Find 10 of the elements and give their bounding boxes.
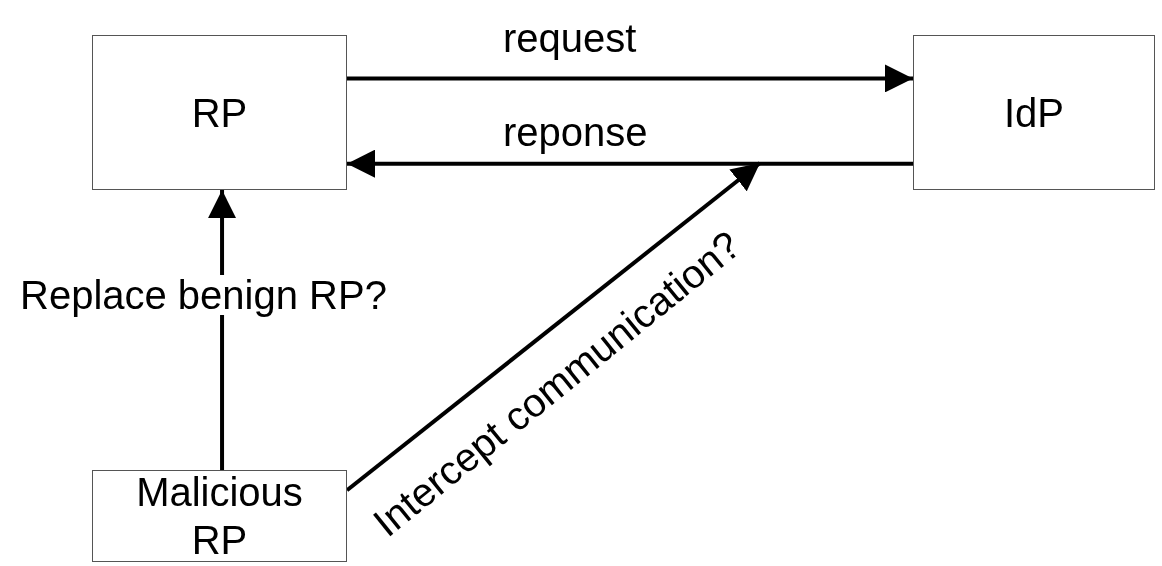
node-label: Malicious RP: [135, 469, 304, 564]
arrow: [345, 161, 762, 492]
node-label: RP: [190, 89, 249, 137]
process-box: [92, 470, 347, 562]
process-box: [92, 35, 347, 190]
arrow: [347, 149, 913, 178]
node-label: IdP: [1003, 89, 1064, 137]
edge-label: Replace benign RP?: [20, 275, 387, 315]
arrow: [347, 64, 913, 93]
process-box: [913, 35, 1155, 190]
